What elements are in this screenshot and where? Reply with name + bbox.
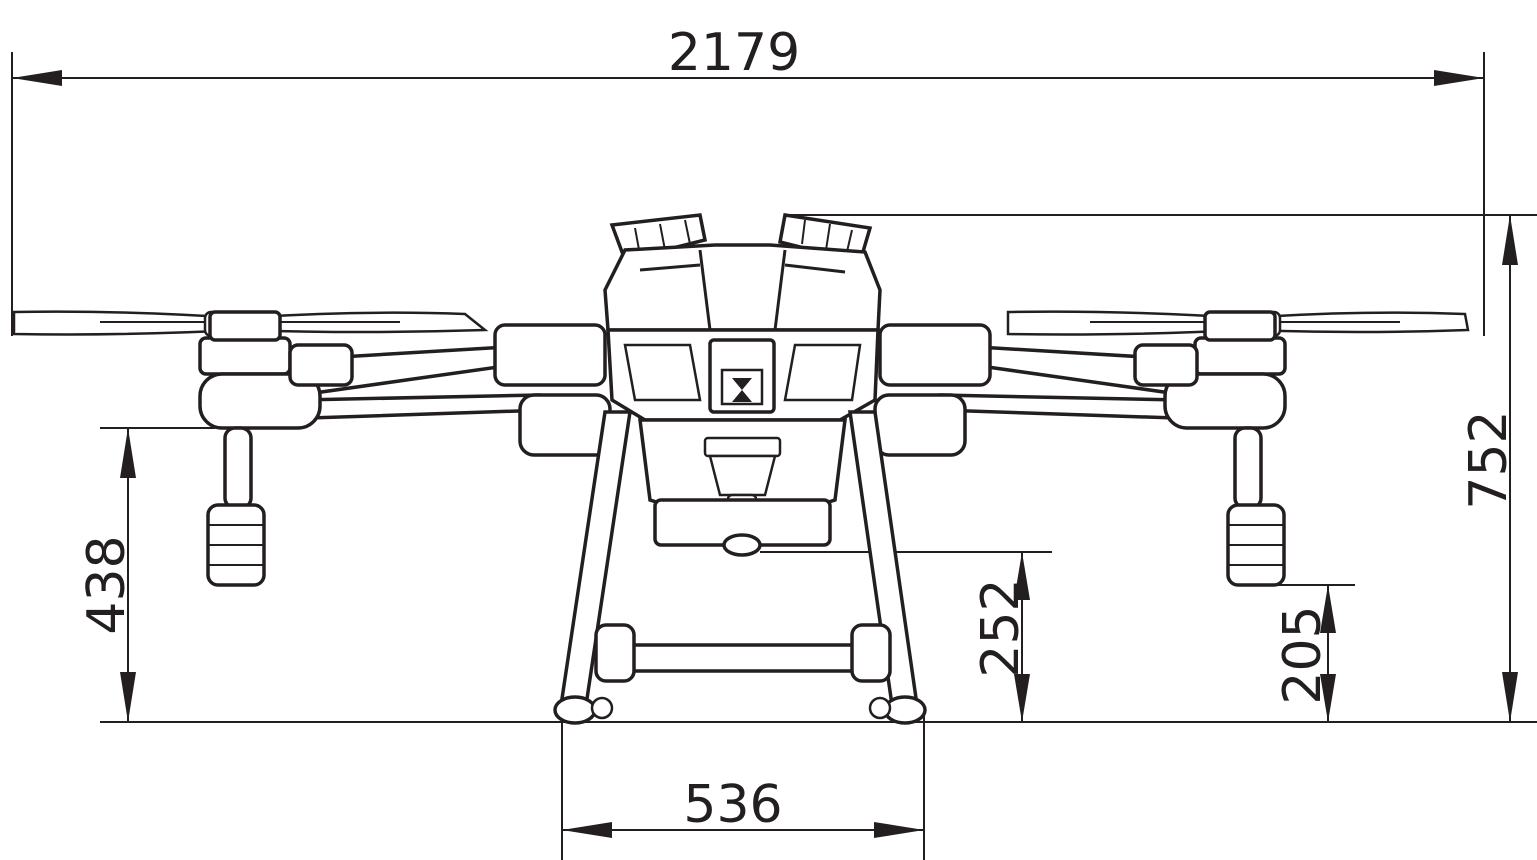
left-foot — [553, 695, 597, 725]
dimension-labels: 2179 536 752 438 252 205 — [77, 23, 1519, 835]
label-arm-height: 438 — [77, 535, 137, 634]
dim-landing-gear-width — [561, 712, 925, 860]
label-nozzle-clearance: 205 — [1273, 605, 1333, 704]
arrowhead-left — [12, 70, 62, 86]
right-nozzle-stem — [1233, 426, 1263, 510]
dim-body-clearance — [760, 551, 1052, 722]
dim-arm-height — [100, 427, 215, 722]
arm-joints — [493, 323, 992, 457]
right-motor — [1193, 336, 1287, 376]
dim-overall-width — [11, 52, 1485, 336]
main-body — [603, 213, 882, 557]
left-nozzle-stem — [223, 426, 253, 510]
drone-outline — [12, 213, 1470, 725]
landing-gear — [553, 410, 927, 725]
arrowhead-down — [1502, 672, 1518, 722]
label-landing-gear-width: 536 — [683, 775, 782, 835]
right-arm — [935, 310, 1287, 587]
dimension-lines — [11, 52, 1537, 860]
label-body-clearance: 252 — [971, 578, 1031, 677]
left-motor — [198, 336, 292, 376]
label-overall-width: 2179 — [668, 23, 800, 83]
arrowhead-up — [1502, 215, 1518, 265]
arrowhead-right — [1434, 70, 1484, 86]
crossbar — [610, 643, 876, 673]
dim-overall-height — [788, 214, 1537, 722]
label-overall-height: 752 — [1459, 410, 1519, 509]
